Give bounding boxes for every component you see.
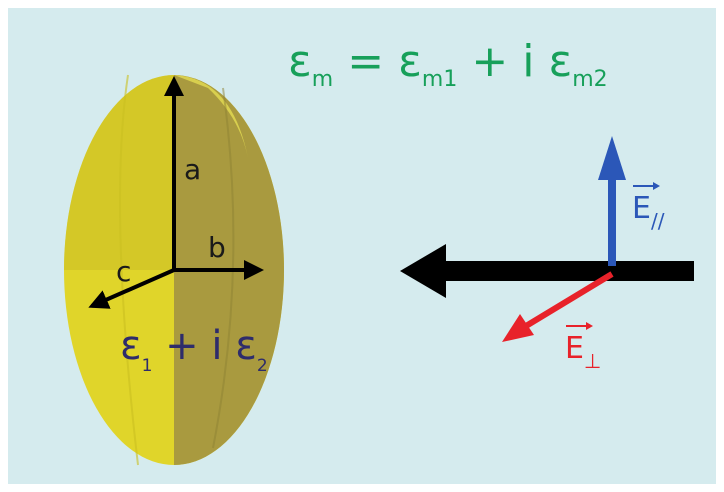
e-parallel-subscript: // xyxy=(650,209,665,233)
axis-b-label: b xyxy=(208,231,226,264)
axis-c-arrow xyxy=(88,268,175,309)
propagation-arrow-icon xyxy=(400,244,694,298)
eps-m1-subscript: m1 xyxy=(421,67,458,92)
vector-overline-perpendicular xyxy=(566,322,593,330)
e-perpendicular-symbol: E xyxy=(565,331,584,366)
eps-m-subscript: m xyxy=(311,67,334,92)
imaginary-unit: i xyxy=(522,36,535,87)
particle-imaginary-unit: i xyxy=(211,323,223,369)
eps-1-subscript: 1 xyxy=(141,356,153,376)
diagram-panel: εm = εm1 + i εm2 a b c ε1 + i ε2 E// E⊥ xyxy=(8,8,716,484)
e-parallel-arrow-icon xyxy=(598,136,626,266)
medium-permittivity-equation: εm = εm1 + i εm2 xyxy=(288,40,608,91)
eps-m-symbol: ε xyxy=(288,36,312,87)
eps-m1-symbol: ε xyxy=(398,36,422,87)
plus-sign: + xyxy=(471,36,509,87)
equals-sign: = xyxy=(347,36,385,87)
e-perpendicular-subscript: ⊥ xyxy=(583,349,602,373)
e-parallel-label: E// xyxy=(632,191,665,233)
axis-a-label: a xyxy=(184,153,202,186)
eps-1-symbol: ε xyxy=(120,323,142,369)
e-perpendicular-label: E⊥ xyxy=(565,331,602,373)
eps-2-symbol: ε xyxy=(235,323,257,369)
vector-overline-parallel xyxy=(633,182,660,190)
particle-permittivity-equation: ε1 + i ε2 xyxy=(120,326,268,375)
e-perpendicular-arrow-icon xyxy=(502,271,614,342)
particle-plus-sign: + xyxy=(165,323,199,369)
diagram-canvas xyxy=(8,8,716,484)
axis-c-label: c xyxy=(116,255,132,288)
eps-2-subscript: 2 xyxy=(256,356,268,376)
e-parallel-symbol: E xyxy=(632,191,651,226)
eps-m2-symbol: ε xyxy=(548,36,573,87)
eps-m2-subscript: m2 xyxy=(572,67,608,92)
